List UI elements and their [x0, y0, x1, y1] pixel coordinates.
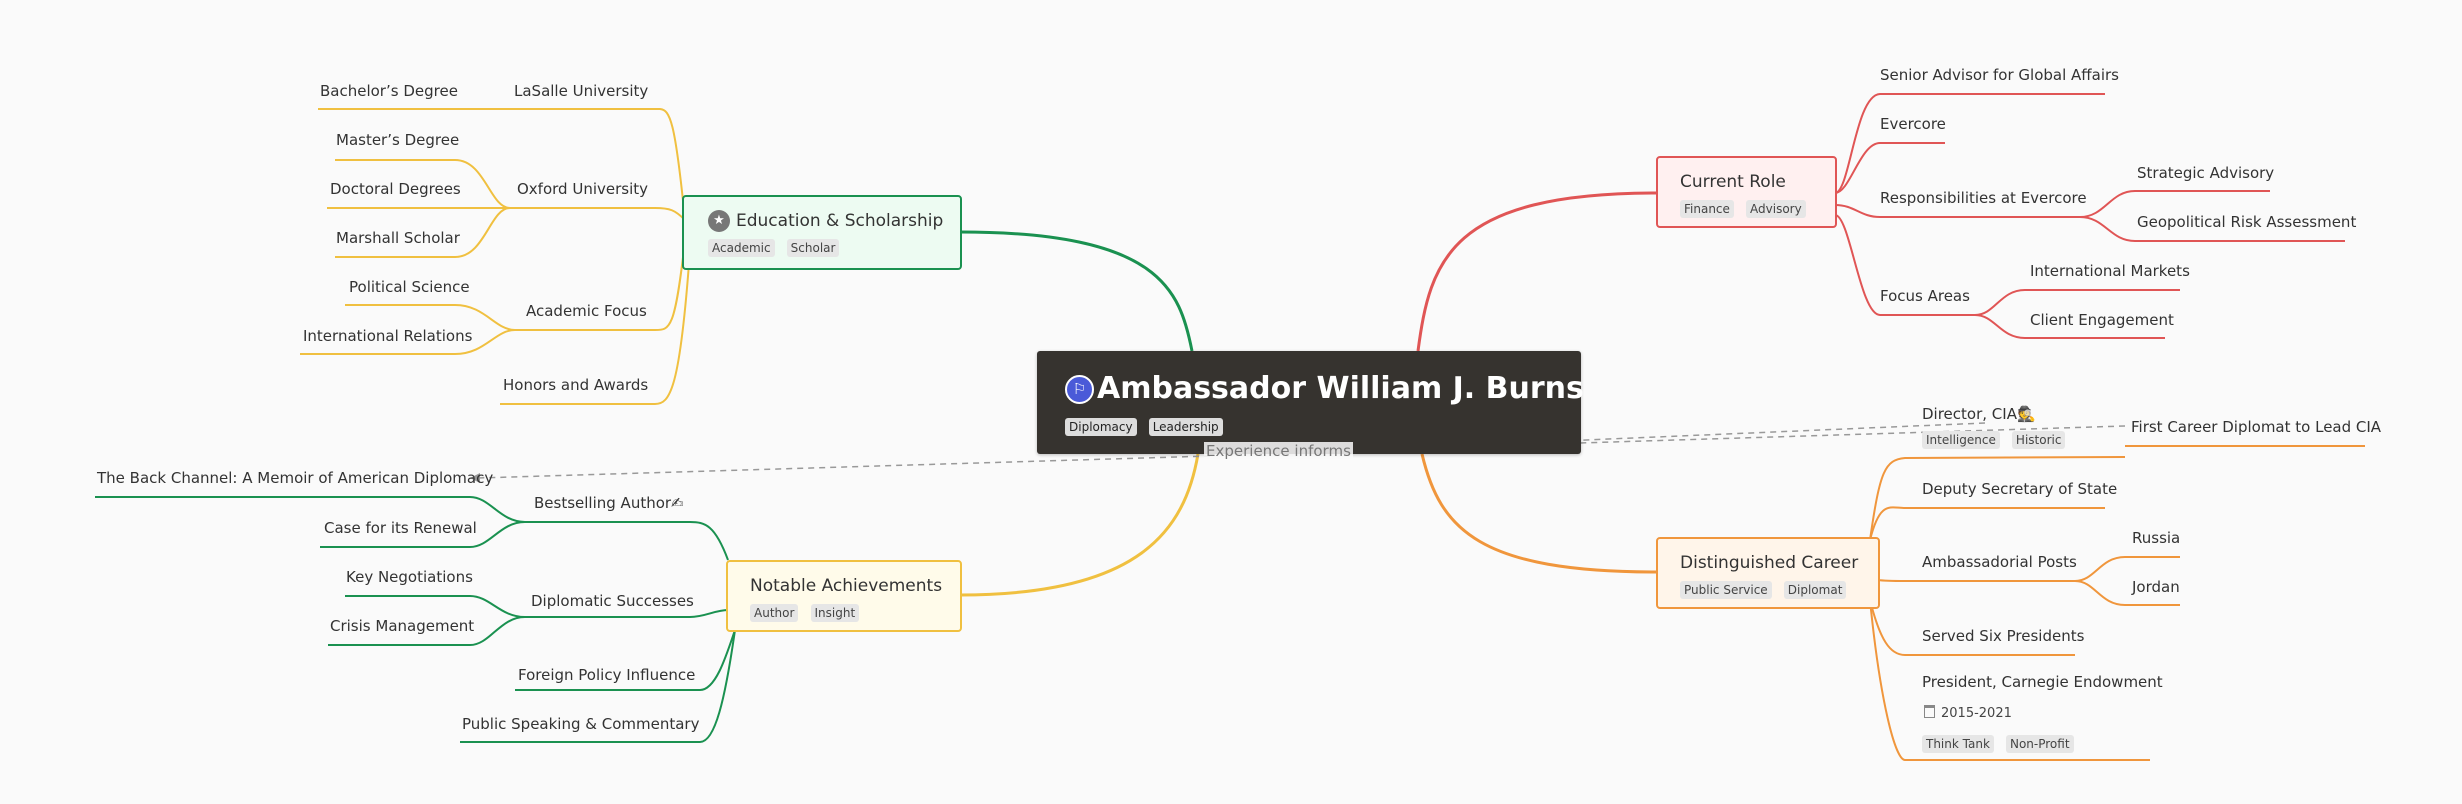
tag-diplomacy: Diplomacy	[1065, 418, 1137, 436]
current-role-title: Current Role	[1680, 172, 1786, 192]
honors-node[interactable]: Honors and Awards	[503, 376, 649, 394]
tag-author: Author	[750, 604, 799, 622]
oxford-node[interactable]: Oxford University	[517, 180, 649, 198]
doctoral-node[interactable]: Doctoral Degrees	[330, 180, 461, 198]
political-science-node[interactable]: Political Science	[349, 278, 470, 296]
six-presidents-node[interactable]: Served Six Presidents	[1922, 627, 2085, 645]
root-node[interactable]: ⚐ Ambassador William J. Burns Diplomacy …	[1037, 351, 1584, 454]
bestselling-node[interactable]: Bestselling Author✍	[534, 494, 684, 512]
root-title: Ambassador William J. Burns	[1097, 371, 1584, 406]
diplomatic-successes-node[interactable]: Diplomatic Successes	[531, 592, 694, 610]
carnegie-tags: Think Tank Non-Profit	[1922, 733, 2081, 753]
masters-node[interactable]: Master’s Degree	[336, 131, 460, 149]
root-tags: Diplomacy Leadership	[1065, 416, 1230, 436]
russia-node[interactable]: Russia	[2132, 529, 2181, 547]
renewal-node[interactable]: Case for its Renewal	[324, 519, 477, 537]
jordan-node[interactable]: Jordan	[2132, 578, 2180, 596]
current-role-tags: Finance Advisory	[1680, 198, 1813, 218]
client-engagement-node[interactable]: Client Engagement	[2030, 311, 2174, 329]
tag-think-tank: Think Tank	[1922, 735, 1994, 753]
director-tags: Intelligence Historic	[1922, 429, 2072, 449]
tag-advisory: Advisory	[1746, 200, 1806, 218]
education-title: Education & Scholarship	[736, 211, 944, 231]
first-career-diplomat-node[interactable]: First Career Diplomat to Lead CIA	[2131, 418, 2382, 436]
carnegie-date: 2015-2021	[1924, 705, 2012, 722]
achievements-title: Notable Achievements	[750, 576, 943, 596]
tag-scholar: Scholar	[786, 239, 840, 257]
tag-non-profit: Non-Profit	[2005, 735, 2074, 753]
back-channel-node[interactable]: The Back Channel: A Memoir of American D…	[97, 469, 494, 487]
ambassadorial-posts-node[interactable]: Ambassadorial Posts	[1922, 553, 2077, 571]
tag-finance: Finance	[1680, 200, 1734, 218]
tag-historic: Historic	[2011, 431, 2066, 449]
education-tags: Academic Scholar	[708, 237, 846, 257]
star-icon: ★	[708, 210, 730, 232]
focus-areas-node[interactable]: Focus Areas	[1880, 287, 1970, 305]
lasalle-node[interactable]: LaSalle University	[514, 82, 649, 100]
carnegie-date-text: 2015-2021	[1941, 706, 2012, 721]
education-node[interactable]: ★ Education & Scholarship Academic Schol…	[682, 195, 962, 270]
foreign-policy-node[interactable]: Foreign Policy Influence	[518, 666, 696, 684]
international-relations-node[interactable]: International Relations	[303, 327, 473, 345]
flag-icon: ⚐	[1065, 375, 1094, 404]
cross-link-label: Experience informs	[1204, 442, 1353, 460]
international-markets-node[interactable]: International Markets	[2030, 262, 2190, 280]
tag-diplomat: Diplomat	[1783, 581, 1847, 599]
achievements-tags: Author Insight	[750, 602, 866, 622]
responsibilities-node[interactable]: Responsibilities at Evercore	[1880, 189, 2087, 207]
achievements-node[interactable]: Notable Achievements Author Insight	[726, 560, 962, 632]
senior-advisor-node[interactable]: Senior Advisor for Global Affairs	[1880, 66, 2119, 84]
tag-leadership: Leadership	[1148, 418, 1223, 436]
academic-focus-node[interactable]: Academic Focus	[526, 302, 647, 320]
tag-academic: Academic	[708, 239, 775, 257]
tag-insight: Insight	[810, 604, 860, 622]
career-node[interactable]: Distinguished Career Public Service Dipl…	[1656, 537, 1880, 609]
strategic-advisory-node[interactable]: Strategic Advisory	[2137, 164, 2275, 182]
tag-intelligence: Intelligence	[1922, 431, 2000, 449]
career-tags: Public Service Diplomat	[1680, 579, 1853, 599]
deputy-secretary-node[interactable]: Deputy Secretary of State	[1922, 480, 2118, 498]
public-speaking-node[interactable]: Public Speaking & Commentary	[462, 715, 700, 733]
bachelors-node[interactable]: Bachelor’s Degree	[320, 82, 458, 100]
marshall-node[interactable]: Marshall Scholar	[336, 229, 460, 247]
geopolitical-risk-node[interactable]: Geopolitical Risk Assessment	[2137, 213, 2357, 231]
current-role-node[interactable]: Current Role Finance Advisory	[1656, 156, 1837, 228]
crisis-management-node[interactable]: Crisis Management	[330, 617, 475, 635]
key-negotiations-node[interactable]: Key Negotiations	[346, 568, 473, 586]
tag-public-service: Public Service	[1680, 581, 1772, 599]
carnegie-node[interactable]: President, Carnegie Endowment	[1922, 673, 2163, 691]
career-title: Distinguished Career	[1680, 553, 1859, 573]
director-cia-node[interactable]: Director, CIA🕵	[1922, 405, 2036, 423]
evercore-node[interactable]: Evercore	[1880, 115, 1946, 133]
calendar-icon	[1924, 705, 1935, 718]
